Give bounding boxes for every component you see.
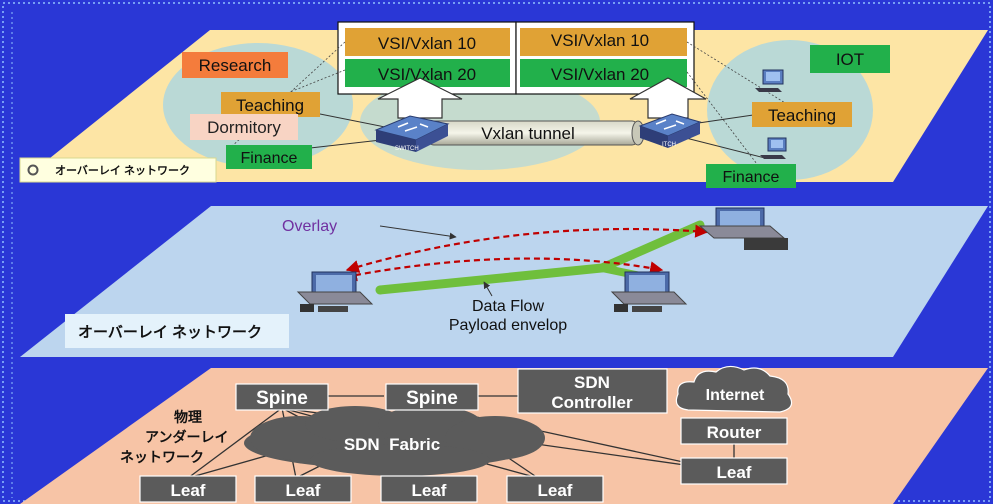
router-label: Router — [707, 423, 762, 442]
tunnel-label: Vxlan tunnel — [481, 124, 575, 143]
rotate-icon — [27, 164, 39, 176]
internet-label: Internet — [706, 387, 765, 404]
vsi-left-20-label: VSI/Vxlan 20 — [378, 65, 476, 84]
overlay-label: Overlay — [282, 218, 337, 235]
research-bg — [182, 52, 288, 78]
leaf-3-label: Leaf — [412, 481, 447, 500]
research-label: Research — [199, 56, 272, 75]
pc-icon — [760, 137, 787, 159]
finance-right-label: Finance — [723, 169, 780, 186]
middle-caption: オーバーレイ ネットワーク — [78, 324, 262, 341]
leaf-4 — [506, 475, 604, 503]
sdn-controller-label-1: SDN — [574, 373, 610, 392]
finance-left-label: Finance — [241, 150, 298, 167]
spine-left-label: Spine — [256, 388, 308, 409]
teaching-right-bg — [752, 102, 852, 127]
physical-caption-3: ネットワーク — [120, 449, 204, 465]
teaching-right-label: Teaching — [768, 106, 836, 125]
sdn-controller — [517, 368, 668, 414]
top-caption-bg — [19, 157, 217, 183]
leaf-right-label: Leaf — [717, 463, 752, 482]
up-arrow-right — [629, 77, 707, 119]
finance-left-bg — [226, 145, 312, 169]
leaf-2-label: Leaf — [286, 481, 321, 500]
top-caption: オーバーレイ ネットワーク — [55, 164, 190, 177]
switch-icon: SWITCH — [374, 115, 450, 152]
vsi-dotted-links — [229, 41, 791, 169]
switch-icon: ITCH — [638, 113, 702, 148]
router — [680, 417, 788, 445]
leaf-4-label: Leaf — [538, 481, 573, 500]
sdn-controller-label-2: Controller — [551, 393, 633, 412]
physical-caption-1: 物理 — [174, 409, 202, 425]
physical-caption-2: アンダーレイ — [145, 429, 228, 445]
finance-link-right — [677, 135, 766, 159]
overlay-arc-upper — [345, 224, 709, 273]
iot-label: IOT — [836, 50, 864, 69]
iot-bg — [810, 45, 890, 73]
overlay-arc-lower — [343, 257, 664, 282]
data-flow-label: Data Flow — [472, 298, 544, 315]
leaf-right — [680, 457, 788, 485]
vsi-left-10-label: VSI/Vxlan 10 — [378, 34, 476, 53]
teaching-left-bg — [221, 92, 320, 117]
switch-pc-icon — [610, 271, 688, 312]
leaf-1-label: Leaf — [171, 481, 206, 500]
up-arrow-left — [377, 77, 463, 119]
spine-right-label: Spine — [406, 388, 458, 409]
dormitory-label: Dormitory — [207, 118, 281, 137]
dormitory-bg — [190, 114, 298, 140]
svg-text:SWITCH: SWITCH — [395, 146, 419, 152]
vsi-left-10-bg — [345, 28, 510, 56]
vsi-right-20-label: VSI/Vxlan 20 — [551, 65, 649, 84]
leaf-2 — [254, 475, 352, 503]
middle-caption-bg — [65, 314, 289, 348]
vsi-right-10-label: VSI/Vxlan 10 — [551, 31, 649, 50]
switch-pc-icon — [296, 271, 374, 312]
fabric-label: SDN Fabric — [344, 435, 440, 454]
sdn-fabric-cloud — [244, 406, 545, 476]
leaf-3 — [380, 475, 478, 503]
payload-label: Payload envelop — [449, 317, 567, 334]
data-flow-pointer — [483, 281, 493, 297]
spine-right — [385, 383, 479, 411]
internet-cloud — [675, 365, 793, 413]
finance-right-bg — [706, 164, 796, 188]
svg-text:ITCH: ITCH — [662, 142, 676, 148]
spine-left — [235, 383, 329, 411]
switch-pc-icon — [698, 207, 788, 250]
teaching-left-label: Teaching — [236, 96, 304, 115]
leaf-1 — [139, 475, 237, 503]
pc-icon — [755, 69, 784, 92]
vsi-right-10-bg — [520, 28, 687, 56]
